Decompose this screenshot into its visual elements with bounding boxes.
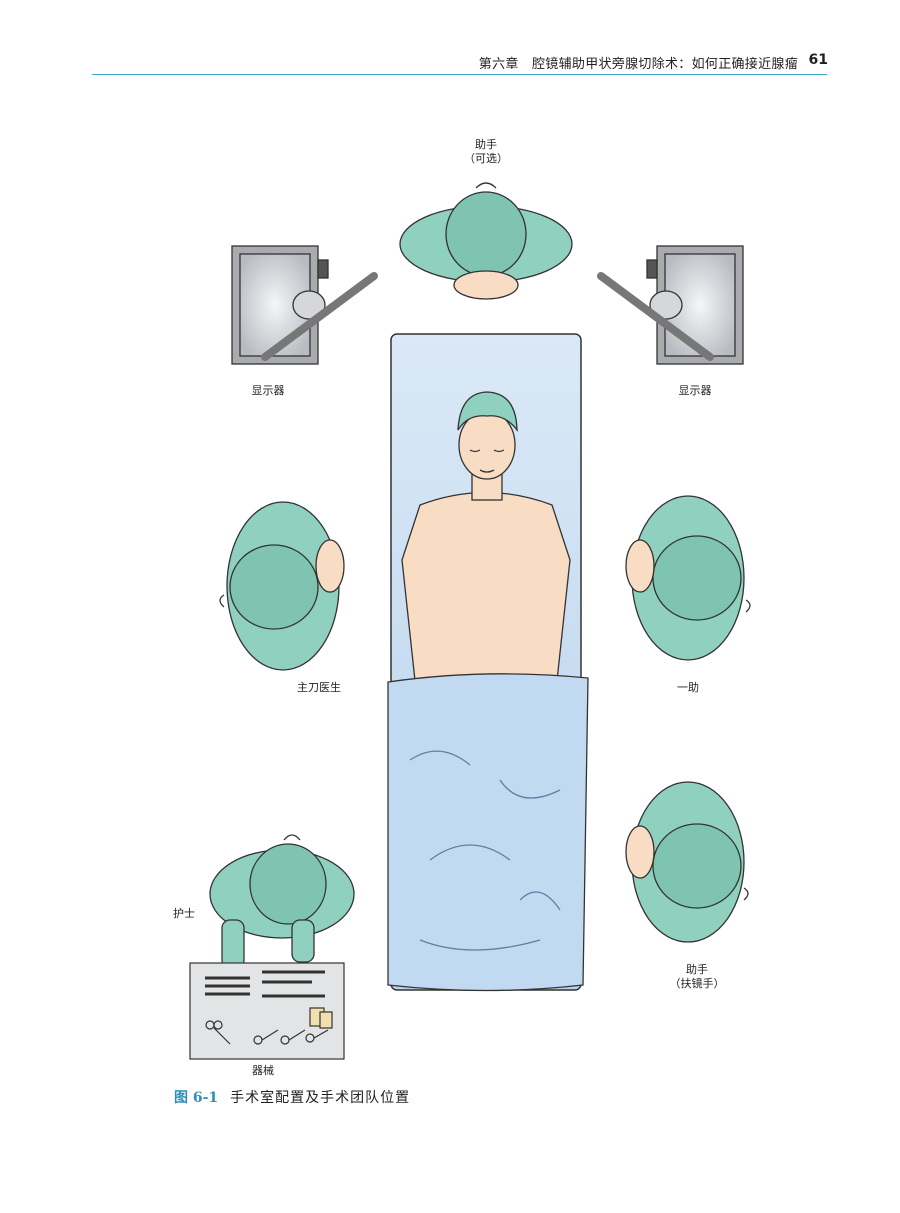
label-assistant-top: 助手	[475, 138, 497, 151]
figure-caption: 图 6-1 手术室配置及手术团队位置	[174, 1087, 410, 1107]
nurse-figure	[209, 834, 355, 969]
scope-assistant-figure	[625, 781, 749, 943]
monitor-left	[231, 245, 378, 365]
surgical-drape	[387, 673, 589, 992]
label-first-assistant: 一助	[677, 681, 699, 694]
header-rule	[92, 74, 827, 75]
surgeon-figure	[219, 501, 345, 671]
label-nurse: 护士	[173, 907, 195, 920]
instrument-tray	[189, 962, 345, 1060]
assistant-top-figure	[399, 182, 573, 300]
caption-number: 图 6-1	[174, 1090, 219, 1106]
first-assistant-figure	[625, 495, 751, 661]
label-monitor-right: 显示器	[678, 384, 712, 397]
monitor-right	[597, 245, 744, 365]
label-monitor-left: 显示器	[251, 384, 285, 397]
label-scope-assistant: 助手	[686, 963, 708, 976]
label-scope-assistant-note: （扶镜手）	[669, 977, 725, 990]
label-surgeon: 主刀医生	[297, 681, 341, 694]
page-number: 61	[808, 52, 828, 68]
running-head: 第六章 腔镜辅助甲状旁腺切除术：如何正确接近腺瘤	[478, 57, 798, 72]
label-assistant-top-note: （可选）	[464, 152, 508, 165]
label-instruments: 器械	[252, 1064, 274, 1077]
patient	[401, 391, 571, 691]
caption-title: 手术室配置及手术团队位置	[230, 1090, 411, 1106]
